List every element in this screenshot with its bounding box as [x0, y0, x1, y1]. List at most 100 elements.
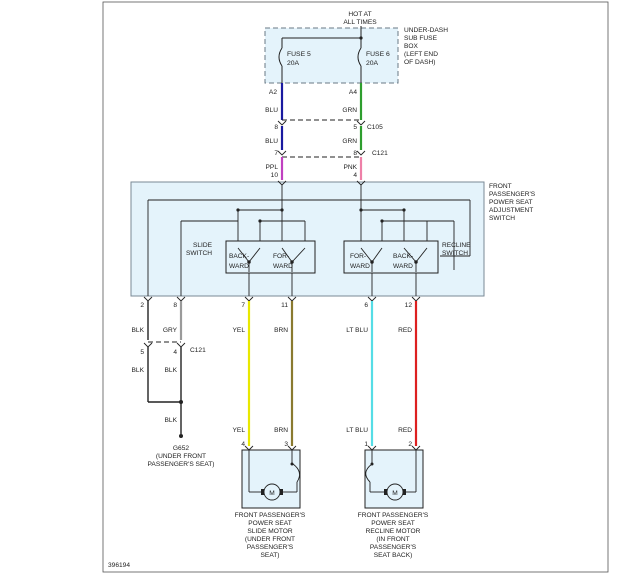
switch-pin-12: 12	[405, 302, 413, 309]
svg-text:ADJUSTMENT: ADJUSTMENT	[489, 207, 533, 214]
connector-c121-bottom: 5 4 C121	[140, 341, 206, 356]
motor-pins	[244, 445, 421, 451]
diagram-frame	[102, 1, 609, 573]
svg-text:UNDER-DASH: UNDER-DASH	[404, 27, 448, 34]
ground-note-1: (UNDER FRONT	[156, 453, 206, 460]
fuse-box-pin-a2: A2	[269, 89, 277, 96]
switch-internal-junctions	[236, 208, 406, 223]
slide-motor-symbol: M	[269, 490, 275, 497]
svg-text:(UNDER FRONT: (UNDER FRONT	[245, 536, 295, 543]
wire-color-yel: YEL	[233, 327, 246, 334]
recline-backward-2: WARD	[393, 263, 413, 270]
slide-motor-pin-3: 3	[284, 441, 288, 448]
wire-color-blu-1: BLU	[265, 107, 278, 114]
wire-color-red: RED	[398, 327, 412, 334]
recline-forward-2: WARD	[350, 263, 370, 270]
wire-color-grn-1: GRN	[342, 107, 357, 114]
wire-color-yel-2: YEL	[233, 427, 246, 434]
connector-c105: 8 5 C105	[274, 119, 383, 131]
svg-text:C121: C121	[190, 347, 206, 354]
slide-motor-label: FRONT PASSENGER'S POWER SEAT SLIDE MOTOR…	[235, 512, 306, 559]
recline-switch-label-2: SWITCH	[442, 250, 468, 257]
fuse-box-pin-a4: A4	[349, 89, 357, 96]
svg-text:SLIDE MOTOR: SLIDE MOTOR	[247, 528, 293, 535]
svg-text:8: 8	[353, 150, 357, 157]
wire-color-pnk: PNK	[343, 164, 357, 171]
recline-forward-1: FOR-	[350, 253, 366, 260]
slide-switch	[225, 240, 316, 274]
switch-pin-10: 10	[271, 172, 279, 179]
switch-pin-11: 11	[281, 302, 288, 309]
fuse-6: FUSE 6 20A	[357, 38, 390, 83]
svg-text:(IN FRONT: (IN FRONT	[376, 536, 409, 543]
seat-adjustment-switch-label: FRONT PASSENGER'S POWER SEAT ADJUSTMENT …	[489, 183, 536, 222]
slide-switch-contacts	[237, 247, 306, 272]
recline-motor-label: FRONT PASSENGER'S POWER SEAT RECLINE MOT…	[358, 512, 429, 559]
blk-wire-lower	[147, 347, 182, 434]
svg-text:(LEFT END: (LEFT END	[404, 51, 438, 58]
wire-color-blk-3: BLK	[165, 417, 178, 424]
wire-color-ppl: PPL	[266, 164, 279, 171]
svg-text:4: 4	[173, 349, 177, 356]
wire-color-red-2: RED	[398, 427, 412, 434]
svg-text:POWER SEAT: POWER SEAT	[371, 520, 414, 527]
recline-switch	[343, 240, 439, 274]
recline-motor-pin-2: 2	[408, 441, 412, 448]
wire-color-blk-2a: BLK	[132, 367, 145, 374]
switch-pin-4: 4	[353, 172, 357, 179]
svg-text:C121: C121	[372, 150, 388, 157]
fuse-box-outline	[264, 27, 399, 84]
recline-switch-contacts	[360, 247, 428, 272]
svg-text:POWER SEAT: POWER SEAT	[489, 199, 532, 206]
fuse-5-name: FUSE 5	[287, 51, 311, 58]
svg-text:FRONT PASSENGER'S: FRONT PASSENGER'S	[235, 512, 306, 519]
slide-switch-label-1: SLIDE	[193, 242, 213, 249]
recline-motor: M	[364, 449, 424, 509]
connector-c121-top: 7 8 C121	[274, 150, 388, 158]
fuse-5: FUSE 5 20A	[278, 38, 311, 83]
wire-color-blu-2: BLU	[265, 138, 278, 145]
svg-text:C105: C105	[367, 124, 383, 131]
switch-pin-8: 8	[173, 302, 177, 309]
svg-text:RECLINE MOTOR: RECLINE MOTOR	[366, 528, 421, 535]
wire-color-brn-2: BRN	[274, 427, 288, 434]
svg-text:SUB FUSE: SUB FUSE	[404, 35, 438, 42]
slide-backward-1: BACK-	[229, 253, 249, 260]
wire-color-ltblu: LT BLU	[346, 327, 368, 334]
recline-motor-symbol: M	[392, 490, 398, 497]
svg-text:POWER SEAT: POWER SEAT	[248, 520, 291, 527]
switch-pin-2: 2	[140, 302, 144, 309]
switch-pin-6: 6	[364, 302, 368, 309]
svg-text:5: 5	[353, 124, 357, 131]
svg-text:BOX: BOX	[404, 43, 419, 50]
svg-text:FRONT PASSENGER'S: FRONT PASSENGER'S	[358, 512, 429, 519]
diagram-id: 396194	[108, 562, 130, 569]
fuse-6-name: FUSE 6	[366, 51, 390, 58]
svg-text:OF DASH): OF DASH)	[404, 59, 436, 66]
fuse-5-rating: 20A	[287, 60, 300, 67]
switch-pin-7: 7	[241, 302, 245, 309]
svg-text:SEAT): SEAT)	[261, 552, 280, 559]
power-label-line1: HOT AT	[348, 11, 371, 18]
wire-color-blk-2b: BLK	[165, 367, 178, 374]
fuse-6-rating: 20A	[366, 60, 379, 67]
svg-text:SWITCH: SWITCH	[489, 215, 515, 222]
svg-text:7: 7	[274, 150, 278, 157]
recline-switch-label-1: RECLINE	[442, 242, 471, 249]
fuse-box-label: UNDER-DASH SUB FUSE BOX (LEFT END OF DAS…	[404, 27, 448, 66]
slide-backward-2: WARD	[229, 263, 249, 270]
wire-color-grn-2: GRN	[342, 138, 357, 145]
svg-text:8: 8	[274, 124, 278, 131]
svg-text:PASSENGER'S: PASSENGER'S	[489, 191, 536, 198]
slide-motor-pin-4: 4	[241, 441, 245, 448]
slide-forward-2: WARD	[273, 263, 293, 270]
wire-color-gry: GRY	[163, 327, 178, 334]
ground-symbol	[179, 434, 183, 438]
wire-color-blk: BLK	[132, 327, 145, 334]
power-label-line2: ALL TIMES	[343, 19, 377, 26]
svg-text:5: 5	[140, 349, 144, 356]
recline-backward-1: BACK-	[393, 253, 413, 260]
wire-color-brn: BRN	[274, 327, 288, 334]
slide-switch-label-2: SWITCH	[186, 250, 212, 257]
